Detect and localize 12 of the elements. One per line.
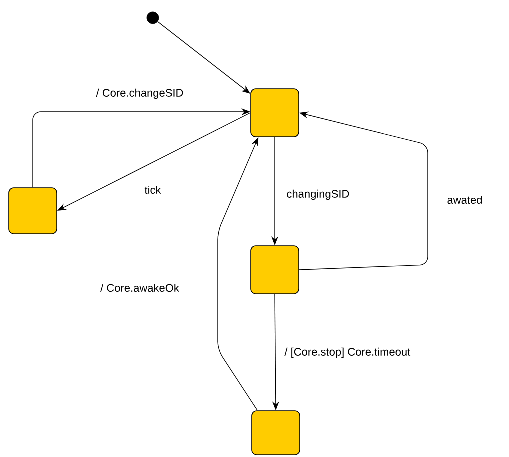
state-box [250,246,300,294]
edge-label: / Core.changeSID [94,87,186,101]
edge-label: awated [446,194,484,206]
edge-label: tick [143,184,163,196]
edge-label: / [Core.stop] Core.timeout [283,346,412,360]
edge-label: changingSID [285,188,352,202]
state-box [252,410,300,456]
edge-label: / Core.awakeOk [99,282,181,294]
state-box [8,188,58,234]
state-box [250,88,300,138]
initial-state-dot [146,12,160,24]
arrow [299,112,428,270]
